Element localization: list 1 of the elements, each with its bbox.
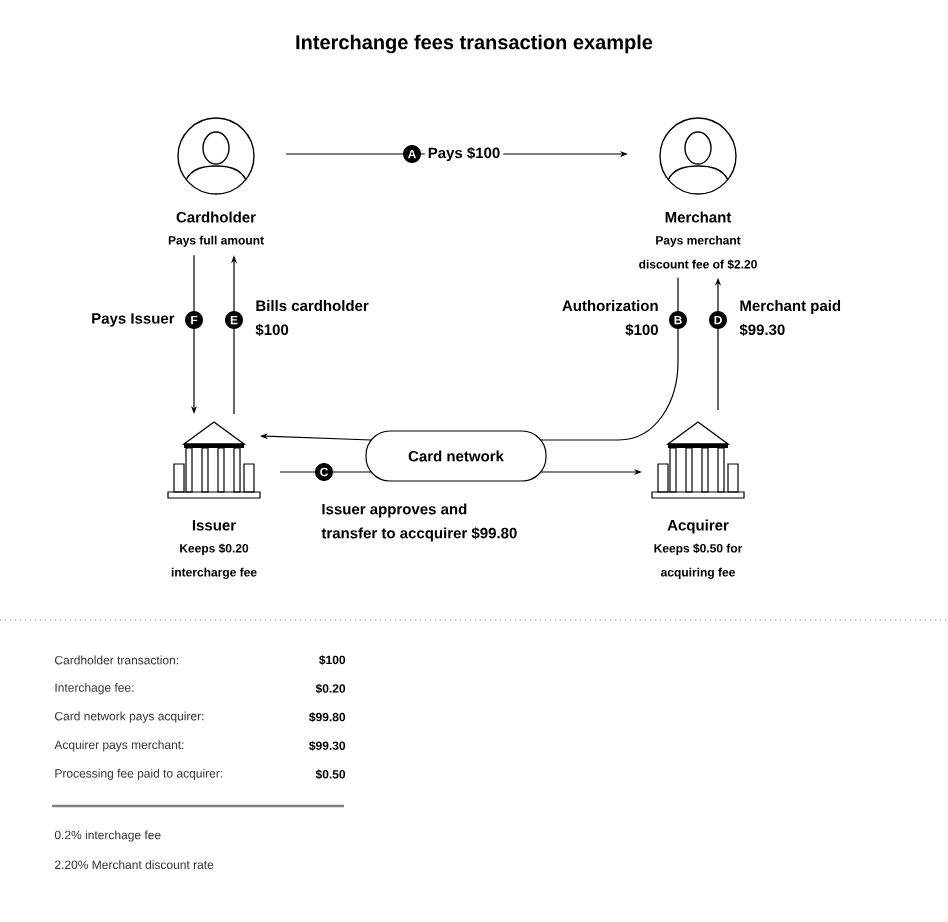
title: Interchange fees transaction example xyxy=(296,34,653,54)
